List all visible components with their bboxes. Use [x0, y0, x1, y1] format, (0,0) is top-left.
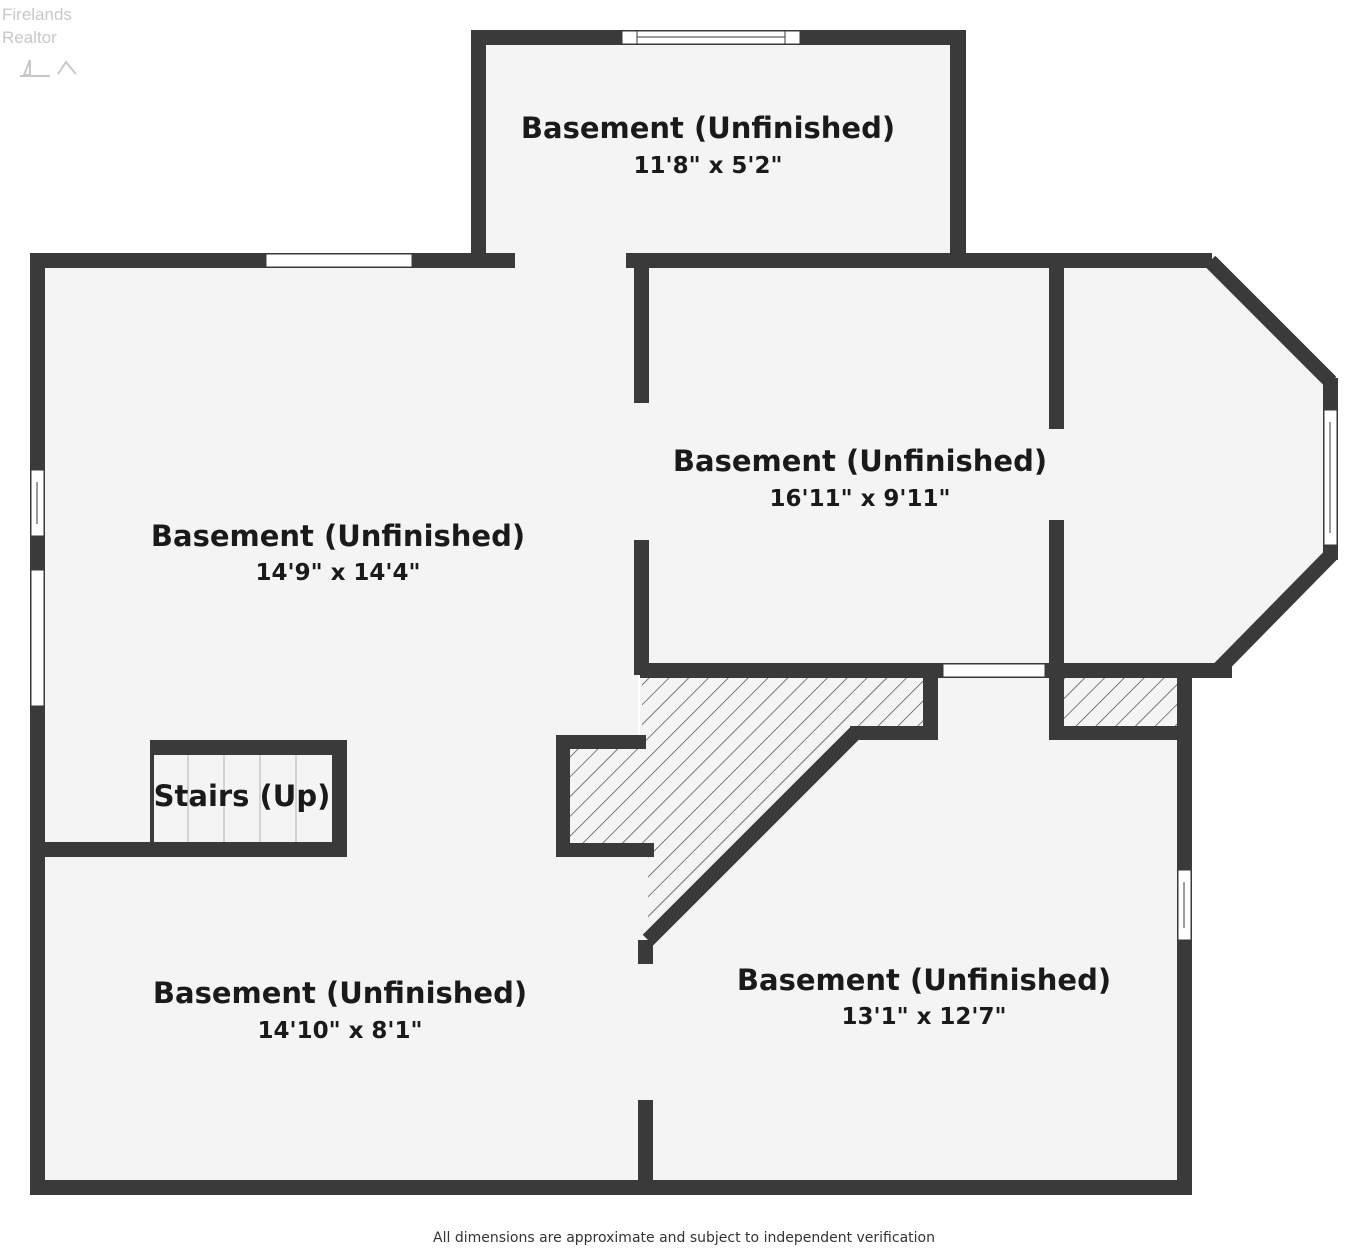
window-upper-left — [265, 253, 413, 268]
room-label-top: Basement (Unfinished) 11'8" x 5'2" — [521, 111, 895, 179]
realtor-logo: Firelands Realtor — [2, 5, 77, 77]
room-label-middle-right: Basement (Unfinished) 16'11" x 9'11" — [673, 444, 1047, 512]
window-left-2 — [30, 569, 45, 707]
room-name: Basement (Unfinished) — [737, 963, 1111, 997]
room-name: Basement (Unfinished) — [151, 519, 525, 553]
window-mid — [942, 663, 1046, 678]
disclaimer: All dimensions are approximate and subje… — [433, 1230, 935, 1246]
room-label-bottom-left: Basement (Unfinished) 14'10" x 8'1" — [153, 976, 527, 1044]
room-name: Basement (Unfinished) — [673, 444, 1047, 478]
sailboat-icon — [20, 59, 77, 77]
logo-line-2: Realtor — [2, 28, 57, 47]
room-dimensions: 16'11" x 9'11" — [770, 486, 951, 512]
windows — [30, 30, 1338, 941]
room-name: Basement (Unfinished) — [153, 976, 527, 1010]
floor-area — [38, 38, 1330, 1188]
window-left-1 — [30, 469, 45, 537]
hatched-closets — [563, 672, 1184, 935]
room-name: Basement (Unfinished) — [521, 111, 895, 145]
window-right — [1177, 869, 1192, 941]
utility-closet — [1056, 673, 1184, 733]
room-dimensions: 14'9" x 14'4" — [256, 560, 421, 586]
room-dimensions: 13'1" x 12'7" — [842, 1004, 1007, 1030]
room-dimensions: 14'10" x 8'1" — [258, 1018, 423, 1044]
window-bay — [1323, 409, 1338, 546]
room-label-left: Basement (Unfinished) 14'9" x 14'4" — [151, 519, 525, 586]
room-dimensions: 11'8" x 5'2" — [634, 153, 783, 179]
logo-line-1: Firelands — [2, 5, 72, 24]
stair-treads — [150, 740, 297, 842]
stairs-label: Stairs (Up) — [154, 779, 331, 813]
room-label-bottom-right: Basement (Unfinished) 13'1" x 12'7" — [737, 963, 1111, 1030]
chimney-closet — [563, 672, 930, 935]
window-top — [621, 30, 801, 45]
